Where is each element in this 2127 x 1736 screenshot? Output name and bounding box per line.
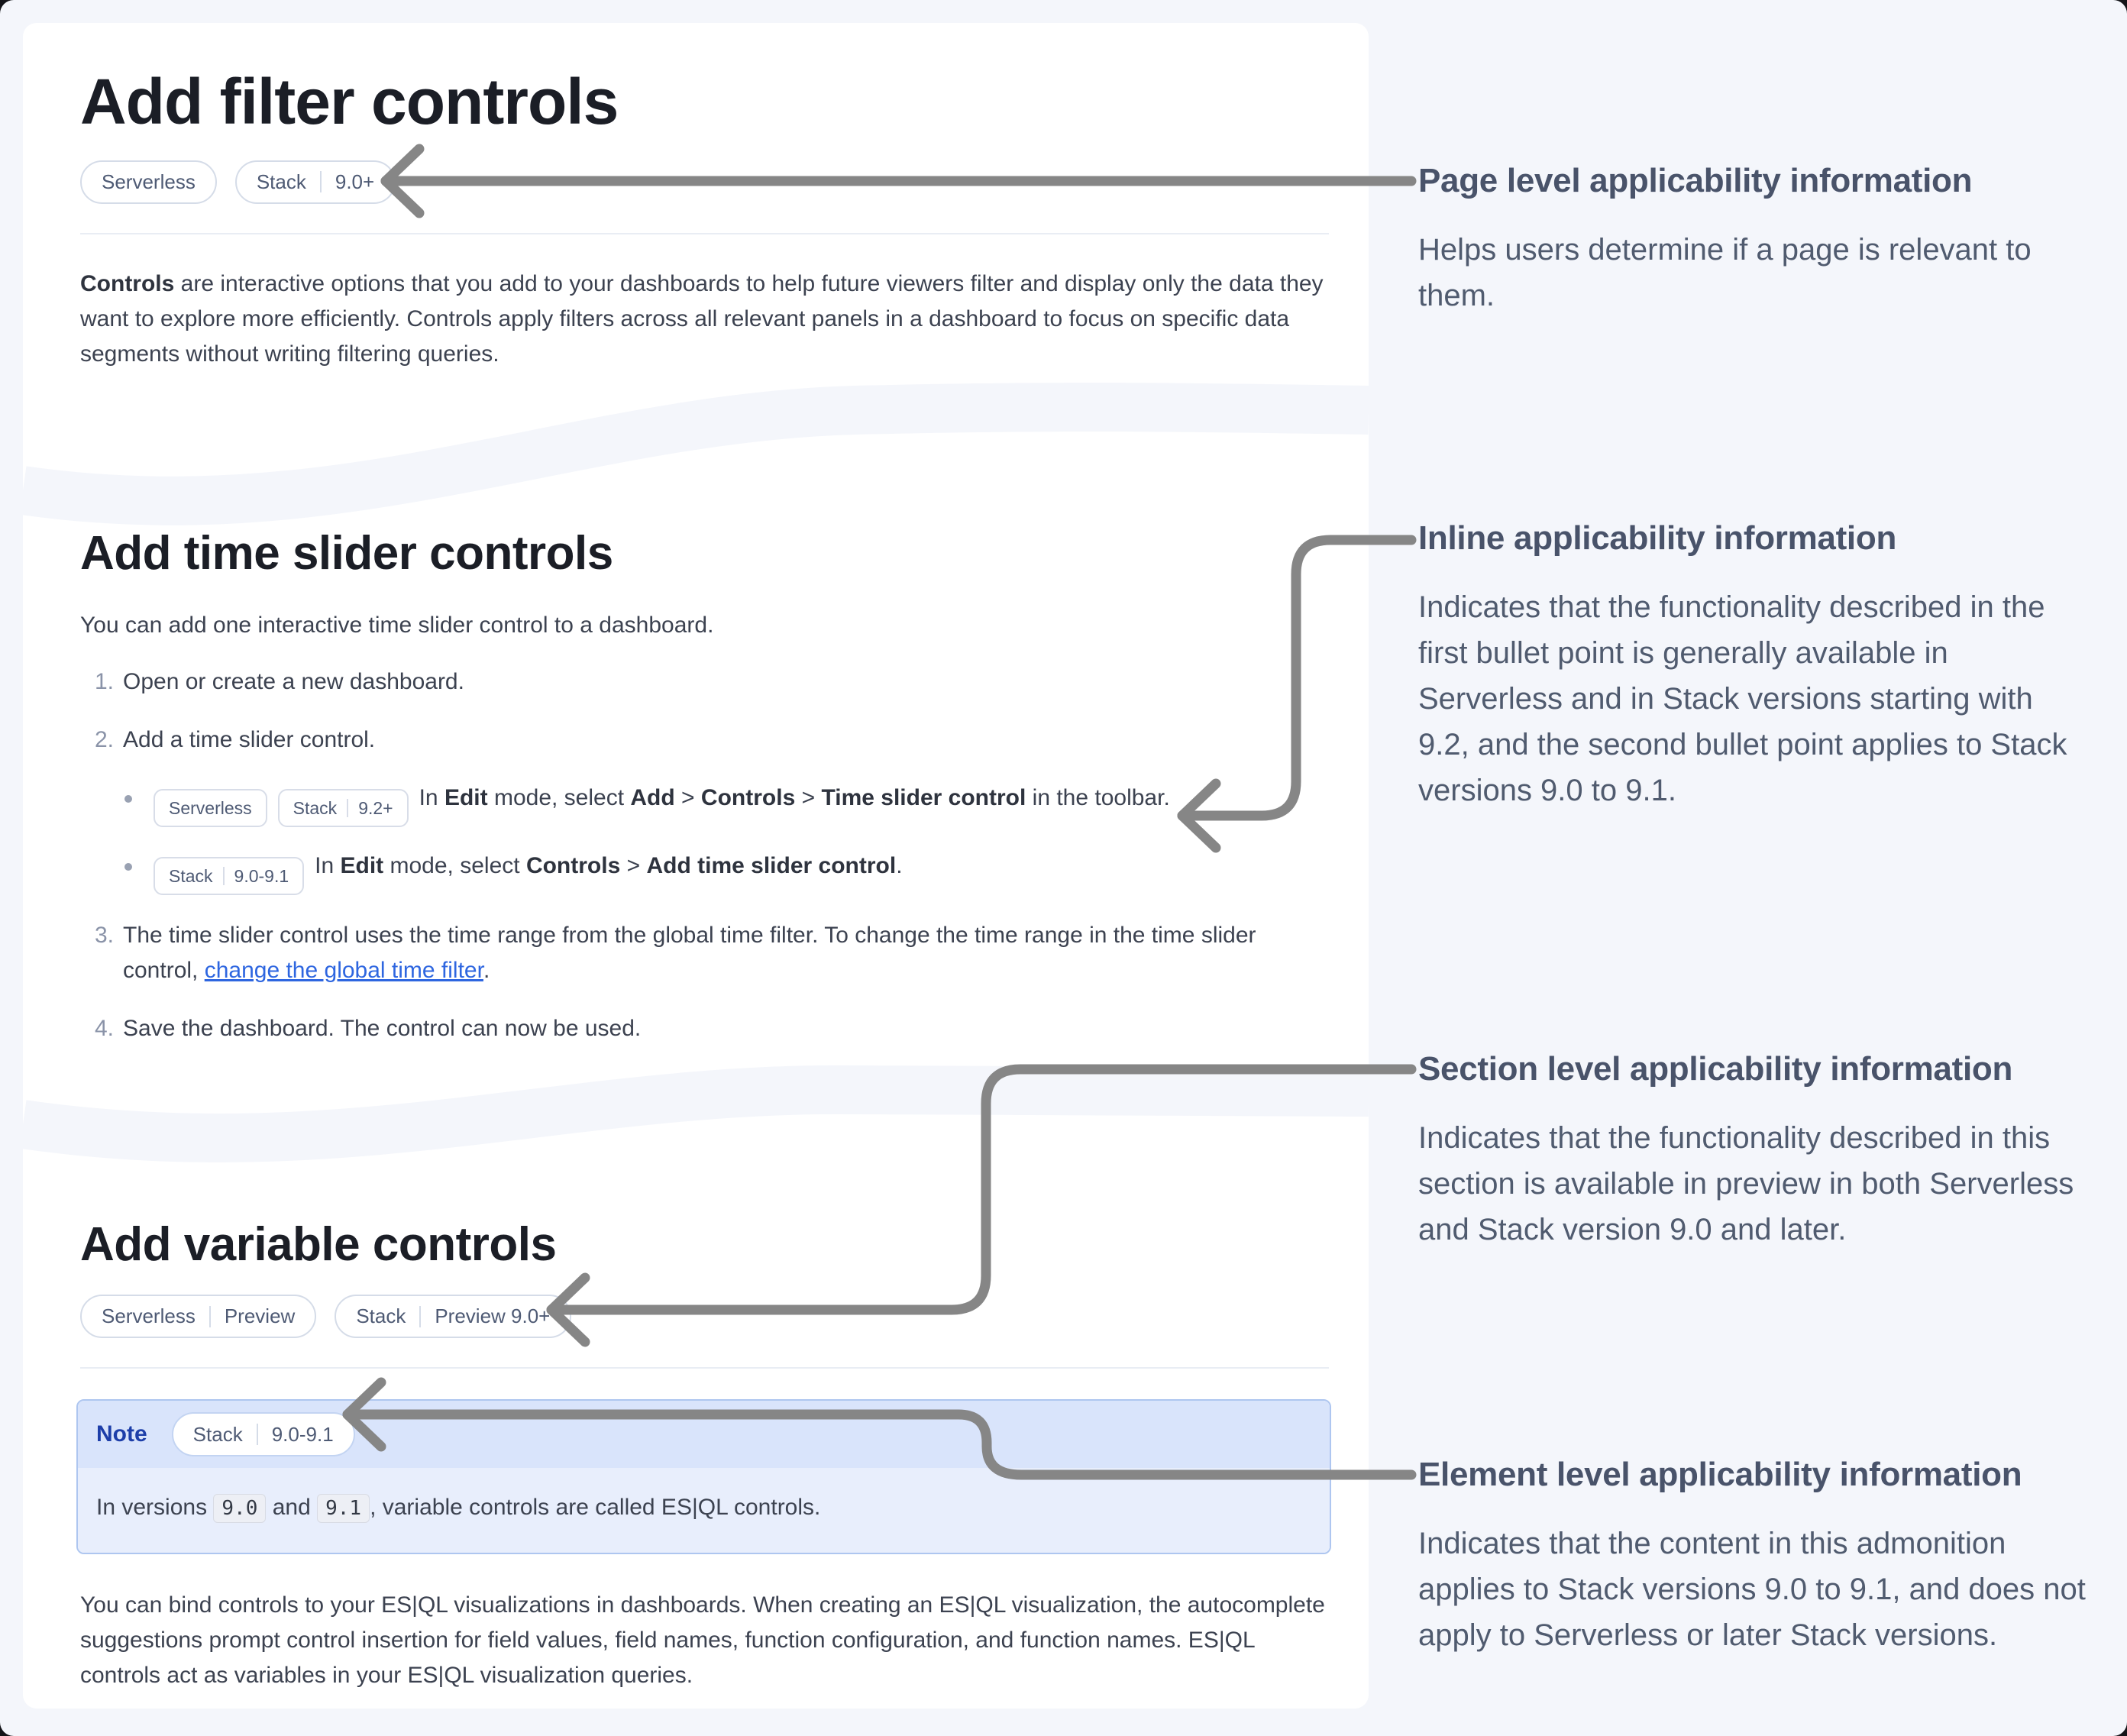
bold-text: Add — [630, 785, 675, 811]
step-item: Open or create a new dashboard. — [80, 664, 464, 700]
step-item: Save the dashboard. The control can now … — [80, 1011, 642, 1046]
annotation-title: Inline applicability information — [1418, 519, 1897, 557]
bold-text: Controls — [700, 785, 796, 811]
badge-part-label: Serverless — [169, 798, 252, 819]
bold-text: Add time slider control — [646, 853, 897, 879]
applicability-badge[interactable]: Stack 9.0+ — [234, 160, 396, 204]
badge-separator — [347, 799, 349, 818]
section-applicability-badges: Serverless Preview Stack Preview 9.0+ — [80, 1295, 1329, 1339]
annotation-body: Indicates that the functionality describ… — [1418, 590, 2067, 807]
bold-text: Time slider control — [821, 785, 1026, 811]
bold-text: Controls — [525, 853, 621, 879]
badge-part-label: Preview 9.0+ — [435, 1304, 551, 1328]
section-add-time-slider-controls: Add time slider controls You can add one… — [80, 512, 1329, 1069]
intro-paragraph: Controls are interactive options that yo… — [80, 270, 1324, 367]
badge-part-label: Stack — [192, 1422, 243, 1446]
badge-part-label: Stack — [256, 170, 306, 193]
applicability-badge[interactable]: Stack 9.2+ — [277, 789, 409, 828]
note-label: Note — [96, 1421, 147, 1447]
wave-divider-1 — [23, 383, 1369, 525]
badge-part-label: 9.2+ — [358, 798, 393, 819]
badge-separator — [222, 867, 225, 886]
bold-text: Edit — [340, 853, 384, 879]
badge-part-label: Stack — [169, 866, 213, 887]
applicability-badge[interactable]: Serverless Preview — [80, 1295, 317, 1339]
badge-part-label: 9.0-9.1 — [271, 1422, 334, 1446]
badge-separator — [419, 1305, 422, 1327]
annotation-body: Helps users determine if a page is relev… — [1418, 233, 2032, 312]
annotation-title: Page level applicability information — [1418, 162, 1973, 199]
badge-part-label: 9.0+ — [335, 170, 375, 193]
body-paragraph: You can bind controls to your ES|QL visu… — [80, 1592, 1325, 1689]
page-title: Add filter controls — [80, 66, 619, 137]
page-applicability-badges: Serverless Stack 9.0+ — [80, 160, 1329, 204]
badge-part-label: Stack — [356, 1304, 406, 1328]
inline-code: 9.1 — [317, 1494, 370, 1524]
bold-text: Controls — [80, 270, 175, 296]
bold-text: Edit — [444, 785, 488, 811]
inline-code: 9.0 — [213, 1494, 267, 1524]
badge-separator — [208, 1305, 211, 1327]
inline-link[interactable]: change the global time filter — [204, 958, 483, 984]
note-admonition: Note Stack 9.0-9.1 In versions 9.0 and 9.… — [76, 1399, 1331, 1555]
wave-divider-2 — [23, 1065, 1369, 1162]
section-title: Add variable controls — [80, 1218, 557, 1271]
badge-part-label: Stack — [293, 798, 338, 819]
note-body: In versions 9.0 and 9.1, variable contro… — [78, 1468, 1330, 1553]
badge-part-label: Serverless — [102, 170, 196, 193]
applicability-badge[interactable]: Stack 9.0-9.1 — [154, 857, 305, 896]
step-item: The time slider control uses the time ra… — [80, 918, 1256, 984]
badge-separator — [256, 1424, 258, 1446]
divider — [80, 232, 1329, 234]
badge-part-label: Serverless — [102, 1304, 196, 1328]
section-intro: You can add one interactive time slider … — [80, 613, 714, 638]
applicability-badge[interactable]: Stack 9.0-9.1 — [171, 1412, 355, 1457]
applicability-badge[interactable]: Serverless — [80, 160, 217, 204]
badge-separator — [319, 171, 322, 193]
annotation-body: Indicates that the content in this admon… — [1418, 1527, 2086, 1652]
applicability-badge[interactable]: Stack Preview 9.0+ — [335, 1295, 572, 1339]
annotation-title: Element level applicability information — [1418, 1456, 2022, 1493]
badge-part-label: 9.0-9.1 — [234, 866, 289, 887]
annotation-body: Indicates that the functionality describ… — [1418, 1121, 2074, 1246]
note-header: Note Stack 9.0-9.1 — [78, 1401, 1330, 1469]
badge-part-label: Preview — [224, 1304, 296, 1328]
divider — [80, 1367, 1329, 1369]
applicability-badge[interactable]: Serverless — [154, 789, 267, 828]
note-applicability-badge: Stack 9.0-9.1 — [171, 1412, 355, 1457]
annotation-title: Section level applicability information — [1418, 1050, 2013, 1088]
section-title: Add time slider controls — [80, 527, 613, 580]
numbered-steps: Open or create a new dashboard. Add a tim… — [80, 664, 1329, 1046]
